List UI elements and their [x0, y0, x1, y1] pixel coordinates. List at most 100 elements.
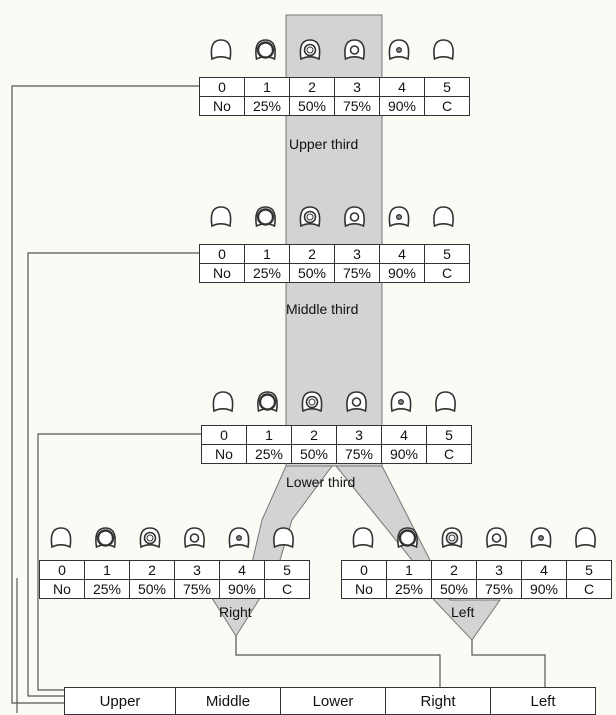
left-branch-band [336, 466, 500, 640]
ring-25-icon [256, 207, 275, 226]
level-cell: 0 [342, 561, 387, 580]
ring-50-icon [140, 528, 159, 547]
ring-25-icon [258, 392, 277, 411]
region-label-lower: Lower third [286, 474, 355, 490]
value-cell: 75% [335, 97, 380, 116]
level-cell: 5 [425, 78, 470, 97]
summary-table: Upper Middle Lower Right Left [64, 687, 596, 715]
summary-cell-left: Left [491, 688, 596, 715]
value-cell: C [265, 580, 310, 599]
level-cell: 2 [432, 561, 477, 580]
closed-ring-icon [434, 207, 453, 226]
ring-50-icon [302, 392, 321, 411]
level-cell: 5 [567, 561, 612, 580]
level-cell: 0 [200, 245, 245, 264]
level-cell: 5 [265, 561, 310, 580]
ring-25-icon [256, 40, 275, 59]
region-label-middle: Middle third [286, 301, 358, 317]
level-cell: 2 [290, 245, 335, 264]
level-cell: 1 [247, 426, 292, 445]
value-cell: 25% [245, 264, 290, 283]
closed-ring-icon [274, 528, 293, 547]
level-cell: 5 [425, 245, 470, 264]
level-cell: 2 [292, 426, 337, 445]
scale-levels-row: 0 1 2 3 4 5 [40, 561, 310, 580]
value-cell: 90% [522, 580, 567, 599]
region-label-right: Right [219, 604, 252, 620]
scale-table-right: 0 1 2 3 4 5 No 25% 50% 75% 90% C [39, 560, 310, 599]
value-cell: 90% [382, 445, 427, 464]
value-cell: 75% [477, 580, 522, 599]
ring-90-icon [389, 40, 408, 59]
value-cell: 75% [175, 580, 220, 599]
level-cell: 3 [335, 245, 380, 264]
level-cell: 1 [387, 561, 432, 580]
scale-levels-row: 0 1 2 3 4 5 [342, 561, 612, 580]
scale-table-lower: 0 1 2 3 4 5 No 25% 50% 75% 90% C [201, 425, 472, 464]
level-cell: 0 [200, 78, 245, 97]
value-cell: 75% [337, 445, 382, 464]
closed-ring-icon [576, 528, 595, 547]
scale-values-row: No 25% 50% 75% 90% C [40, 580, 310, 599]
scale-values-row: No 25% 50% 75% 90% C [202, 445, 472, 464]
ring-25-icon [96, 528, 115, 547]
scale-levels-row: 0 1 2 3 4 5 [200, 245, 470, 264]
level-cell: 4 [220, 561, 265, 580]
level-cell: 0 [40, 561, 85, 580]
level-cell: 4 [380, 78, 425, 97]
value-cell: C [425, 97, 470, 116]
level-cell: 3 [337, 426, 382, 445]
ring-90-icon [531, 528, 550, 547]
level-cell: 3 [477, 561, 522, 580]
level-cell: 2 [130, 561, 175, 580]
value-cell: 25% [85, 580, 130, 599]
open-ring-icon [353, 528, 372, 547]
ring-75-icon [185, 528, 204, 547]
scale-table-left: 0 1 2 3 4 5 No 25% 50% 75% 90% C [341, 560, 612, 599]
level-cell: 0 [202, 426, 247, 445]
value-cell: No [40, 580, 85, 599]
value-cell: 90% [380, 97, 425, 116]
value-cell: C [427, 445, 472, 464]
value-cell: 25% [387, 580, 432, 599]
open-ring-icon [211, 40, 230, 59]
value-cell: C [425, 264, 470, 283]
ring-25-icon [398, 528, 417, 547]
level-cell: 1 [85, 561, 130, 580]
ring-50-icon [300, 207, 319, 226]
scale-table-upper: 0 1 2 3 4 5 No 25% 50% 75% 90% C [199, 77, 470, 116]
value-cell: 50% [292, 445, 337, 464]
value-cell: No [200, 264, 245, 283]
value-cell: 90% [220, 580, 265, 599]
value-cell: C [567, 580, 612, 599]
level-cell: 3 [175, 561, 220, 580]
ring-50-icon [442, 528, 461, 547]
value-cell: 50% [290, 97, 335, 116]
scale-levels-row: 0 1 2 3 4 5 [202, 426, 472, 445]
level-cell: 1 [245, 78, 290, 97]
level-cell: 4 [380, 245, 425, 264]
value-cell: No [200, 97, 245, 116]
level-cell: 3 [335, 78, 380, 97]
open-ring-icon [213, 392, 232, 411]
ring-90-icon [391, 392, 410, 411]
ring-75-icon [347, 392, 366, 411]
connector-line [28, 253, 199, 696]
level-cell: 2 [290, 78, 335, 97]
summary-cell-right: Right [386, 688, 491, 715]
value-cell: 50% [432, 580, 477, 599]
region-label-left: Left [451, 604, 474, 620]
region-label-upper: Upper third [289, 136, 358, 152]
value-cell: 90% [380, 264, 425, 283]
ring-90-icon [389, 207, 408, 226]
scale-table-middle: 0 1 2 3 4 5 No 25% 50% 75% 90% C [199, 244, 470, 283]
summary-cell-lower: Lower [281, 688, 386, 715]
value-cell: 25% [247, 445, 292, 464]
ring-75-icon [487, 528, 506, 547]
value-cell: 25% [245, 97, 290, 116]
connector-line [12, 86, 199, 703]
value-cell: No [202, 445, 247, 464]
ring-90-icon [229, 528, 248, 547]
scale-values-row: No 25% 50% 75% 90% C [200, 264, 470, 283]
scale-values-row: No 25% 50% 75% 90% C [200, 97, 470, 116]
